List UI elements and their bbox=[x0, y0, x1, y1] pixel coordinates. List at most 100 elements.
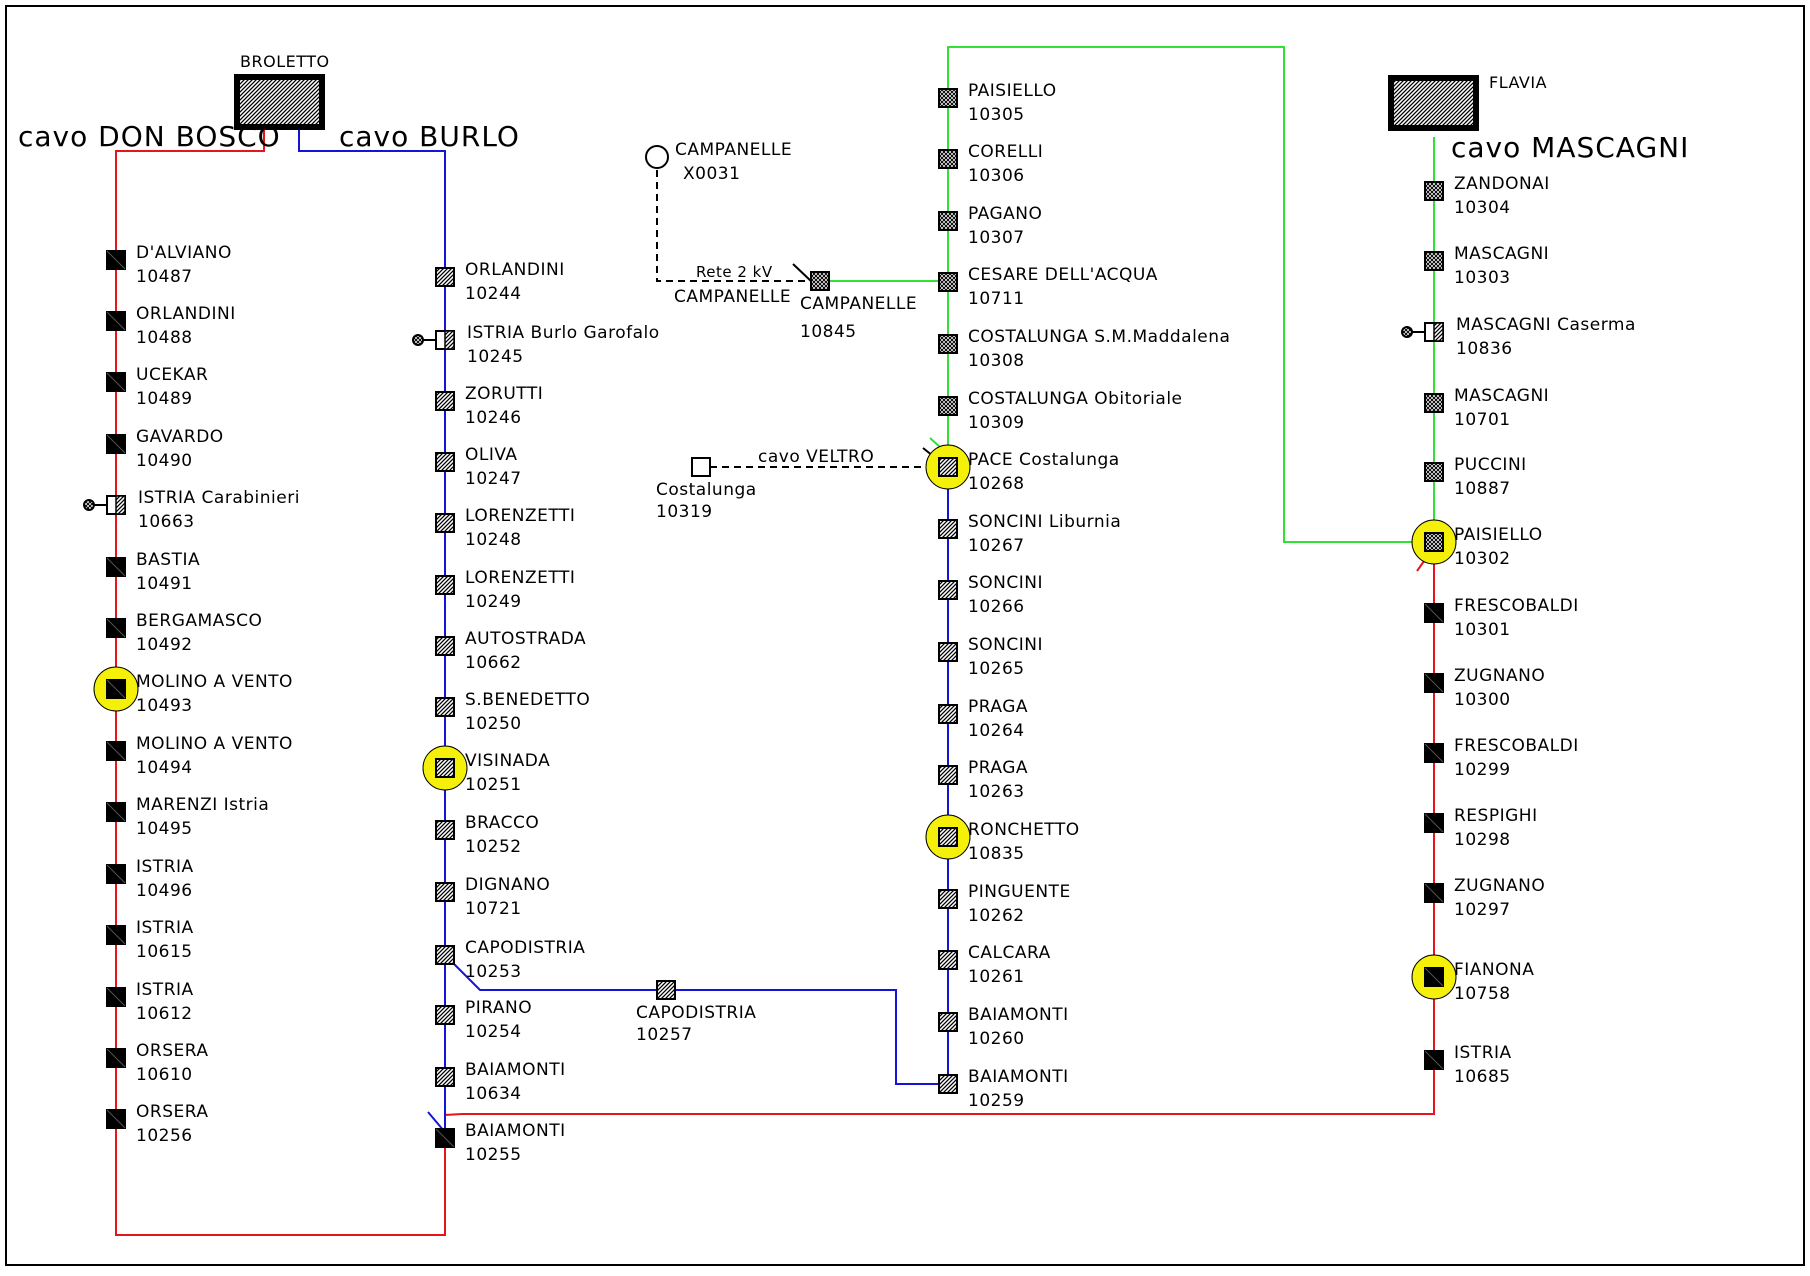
station-10298[interactable]: RESPIGHI 10298 bbox=[1424, 806, 1538, 850]
station-name: ORSERA bbox=[136, 1041, 208, 1061]
station-name: SONCINI bbox=[968, 573, 1043, 593]
station-code: 10487 bbox=[136, 267, 193, 287]
station-name: PAISIELLO bbox=[968, 81, 1057, 101]
station-symbol-hatch bbox=[938, 765, 958, 785]
station-code: 10490 bbox=[136, 451, 193, 471]
station-name: ISTRIA bbox=[136, 918, 194, 938]
station-symbol-empty bbox=[691, 457, 711, 477]
station-10490[interactable]: GAVARDO 10490 bbox=[106, 427, 224, 471]
substation-broletto[interactable]: BROLETTO bbox=[234, 52, 330, 130]
station-symbol-cross bbox=[1424, 532, 1444, 552]
station-code: 10845 bbox=[800, 322, 857, 342]
rete-2kv-label: Rete 2 kV bbox=[696, 263, 773, 281]
station-code: 10308 bbox=[968, 351, 1025, 371]
station-symbol-hatch bbox=[938, 519, 958, 539]
station-name: RESPIGHI bbox=[1454, 806, 1538, 826]
station-symbol-hatch bbox=[435, 391, 455, 411]
station-symbol-diagonal bbox=[106, 987, 126, 1007]
station-symbol-cross bbox=[938, 272, 958, 292]
station-name: ORLANDINI bbox=[136, 304, 236, 324]
station-name: Costalunga bbox=[656, 480, 757, 500]
station-symbol-hatch bbox=[435, 758, 455, 778]
station-symbol-hatch bbox=[435, 575, 455, 595]
cable-veltro-label: cavo VELTRO bbox=[758, 447, 874, 467]
station-name: BAIAMONTI bbox=[465, 1121, 566, 1141]
station-code: 10255 bbox=[465, 1145, 522, 1165]
station-symbol-diagonal bbox=[106, 741, 126, 761]
station-symbol-circle bbox=[645, 145, 669, 169]
station-name: SONCINI bbox=[968, 635, 1043, 655]
flavia-label: FLAVIA bbox=[1489, 73, 1547, 92]
station-code: 10836 bbox=[1456, 339, 1513, 359]
station-10255[interactable]: BAIAMONTI 10255 bbox=[435, 1121, 566, 1165]
station-symbol-cross bbox=[1424, 181, 1444, 201]
substation-flavia[interactable]: FLAVIA bbox=[1388, 73, 1547, 131]
station-name: CAMPANELLE bbox=[675, 140, 792, 160]
station-code: 10298 bbox=[1454, 830, 1511, 850]
station-name: GAVARDO bbox=[136, 427, 224, 447]
station-code: 10249 bbox=[465, 592, 522, 612]
